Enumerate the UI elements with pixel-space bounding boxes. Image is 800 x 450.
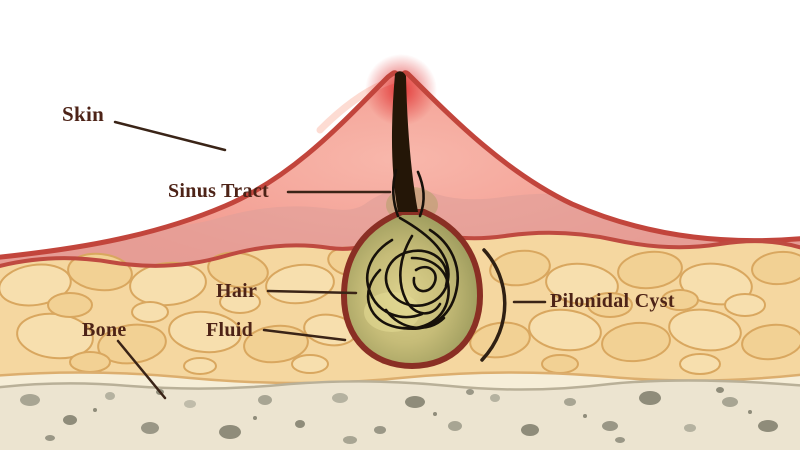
label-pilonidal-cyst: Pilonidal Cyst	[550, 290, 675, 312]
leader-line-skin	[113, 120, 227, 152]
leader-line-bone	[116, 339, 167, 400]
bone-layer	[0, 379, 800, 450]
label-bone: Bone	[82, 319, 127, 341]
sinus-tract-channel	[391, 71, 418, 212]
label-skin: Skin	[62, 102, 105, 126]
label-hair: Hair	[216, 280, 258, 302]
cyst-bracket	[480, 248, 507, 362]
sinus-tract	[391, 71, 418, 212]
bone-top-boundary	[0, 379, 800, 391]
label-fluid: Fluid	[206, 319, 254, 341]
leader-line-fluid	[262, 328, 347, 342]
leader-line-hair	[266, 289, 358, 295]
bone-speckles	[20, 387, 778, 444]
bone-body	[0, 380, 800, 450]
hair-tangle	[365, 168, 459, 330]
label-sinus-tract: Sinus Tract	[168, 180, 269, 202]
leader-lines	[113, 120, 547, 400]
